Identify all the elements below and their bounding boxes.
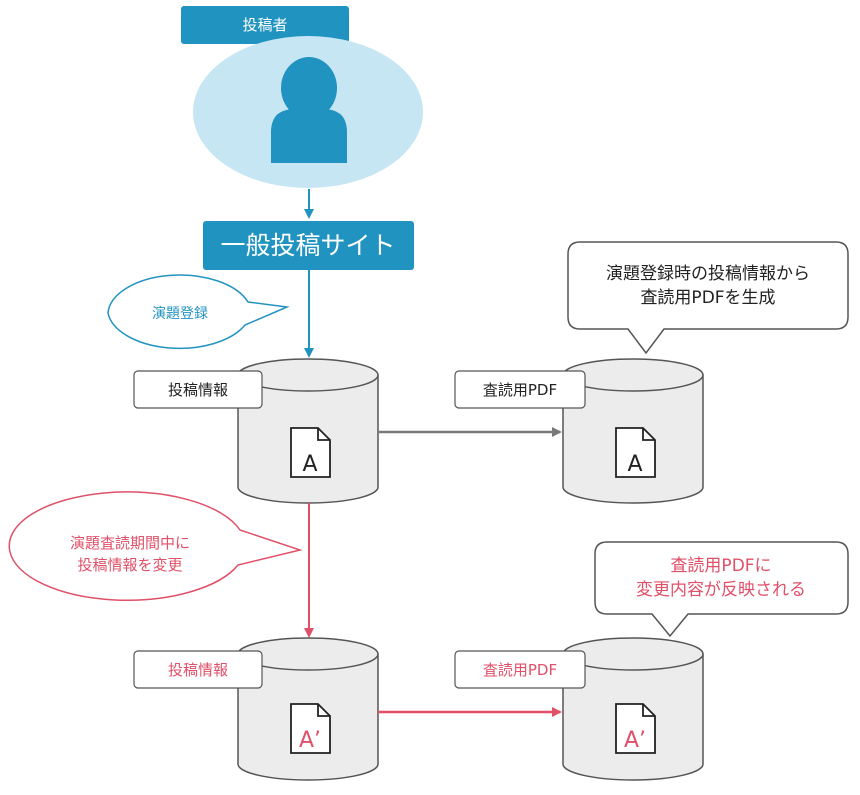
submitter-label: 投稿者 [242,16,287,34]
document-icon: A’ [290,703,331,754]
document-icon: A’ [615,703,656,754]
document-glyph: A’ [299,728,321,753]
db-submission-modified: 投稿情報 A’ [133,637,379,781]
submitter-group: 投稿者 [181,6,423,188]
change-bubble-line-2: 投稿情報を変更 [77,556,182,574]
generate-callout-line-1: 演題登録時の投稿情報から [606,264,810,284]
document-icon: A [615,427,656,478]
change-bubble-line-1: 演題査読期間中に [70,534,190,552]
db-review-pdf-original: 査読用PDF A [454,358,704,504]
db-review-pdf-modified-label: 査読用PDF [483,661,557,679]
document-glyph: A [302,452,317,477]
site-box [203,221,414,270]
person-icon [271,57,347,163]
register-bubble-text: 演題登録 [152,306,208,322]
db-submission-modified-label-box [133,650,263,689]
db-submission-original: 投稿情報 A [133,358,379,504]
submitter-label-box [181,6,349,44]
db-submission-modified-label: 投稿情報 [168,661,228,679]
register-bubble: 演題登録 [107,274,290,350]
change-bubble: 演題査読期間中に 投稿情報を変更 [8,491,303,602]
db-review-pdf-modified: 査読用PDF A’ [454,637,704,781]
generate-callout-line-2: 査読用PDFを生成 [640,288,775,308]
document-icon: A [290,427,331,478]
document-glyph: A [627,452,642,477]
generate-callout: 演題登録時の投稿情報から 査読用PDFを生成 [567,241,849,355]
db-submission-original-label-box [133,370,263,409]
db-submission-original-label: 投稿情報 [168,381,228,399]
db-review-pdf-modified-label-box [454,650,586,689]
reflect-callout-line-1: 査読用PDFに [670,556,771,576]
site-label: 一般投稿サイト [220,231,395,260]
reflect-callout: 査読用PDFに 変更内容が反映される [594,541,849,638]
db-review-pdf-original-label: 査読用PDF [483,381,557,399]
reflect-callout-line-2: 変更内容が反映される [636,580,806,600]
document-glyph: A’ [624,728,646,753]
db-review-pdf-original-label-box [454,370,586,409]
